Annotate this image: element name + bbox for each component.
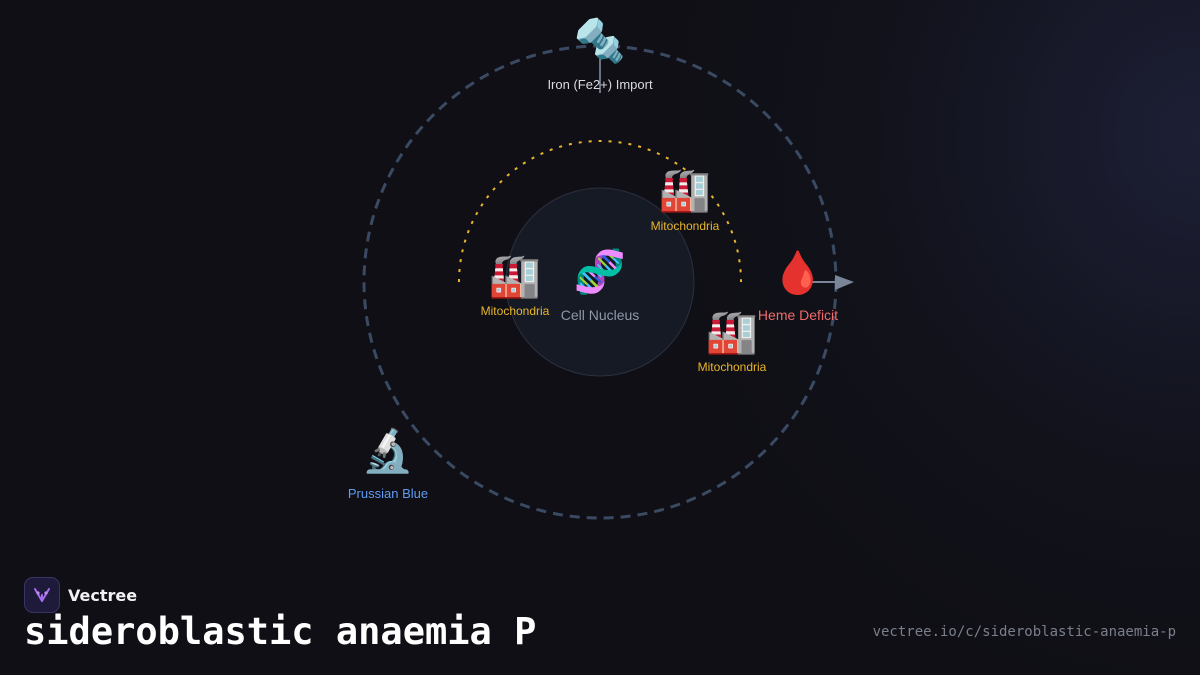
prussian-blue-label: Prussian Blue	[347, 486, 429, 501]
mitochondria-label: Mitochondria	[650, 219, 720, 233]
heme-deficit-label: Heme Deficit	[757, 307, 839, 323]
mitochondria-label: Mitochondria	[697, 360, 767, 374]
dna-icon: 🧬	[573, 247, 627, 296]
page-url[interactable]: vectree.io/c/sideroblastic-anaemia-p	[872, 624, 1176, 640]
brand-name: Vectree	[68, 585, 138, 605]
blood-drop-icon: 🩸	[771, 248, 825, 297]
factory-icon: 🏭	[658, 165, 712, 214]
page-title: sideroblastic anaemia P	[24, 610, 537, 653]
microscope-icon: 🔬	[361, 426, 415, 475]
background-glow	[680, 0, 1200, 675]
nucleus-label: Cell Nucleus	[560, 307, 640, 323]
heme-arrow-head	[835, 275, 854, 290]
nucleus-circle	[505, 187, 695, 377]
factory-icon: 🏭	[488, 251, 542, 300]
brand: Vectree	[24, 577, 137, 613]
bolt-nut-icon: 🔩	[573, 16, 627, 65]
factory-icon: 🏭	[705, 307, 759, 356]
mitochondria-arc	[458, 140, 742, 283]
mitochondria-label: Mitochondria	[480, 304, 550, 318]
vectree-logo-icon	[24, 577, 60, 613]
iron-import-label: Iron (Fe2+) Import	[547, 77, 653, 92]
